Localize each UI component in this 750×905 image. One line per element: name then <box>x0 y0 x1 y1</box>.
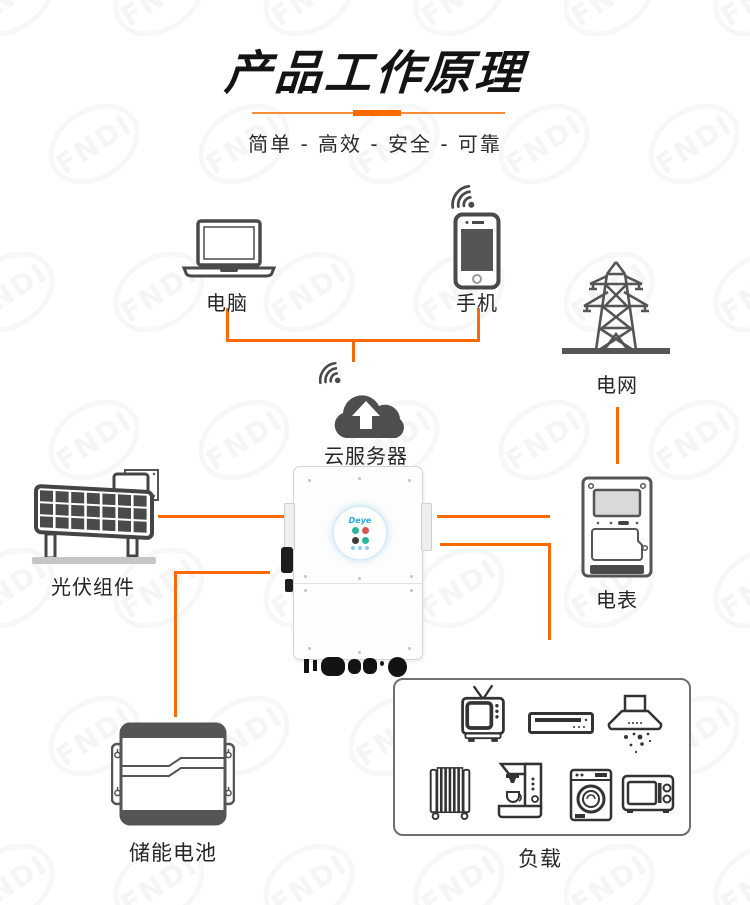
line-inverter-to-battery-h <box>174 571 270 574</box>
cable-port-icon <box>363 658 377 674</box>
microwave-oven-icon <box>621 774 675 813</box>
mount-bracket-icon <box>284 503 295 551</box>
inverter-display: Deye <box>332 505 388 561</box>
line-inverter-to-loads-v <box>548 543 551 640</box>
line-inverter-to-loads-h <box>440 543 551 546</box>
cable-port-icon <box>388 657 407 677</box>
phone-icon <box>453 212 501 290</box>
line-pv-to-inverter <box>158 515 284 518</box>
loads-box <box>393 678 691 836</box>
inverter-status-dots <box>351 546 369 550</box>
page-subtitle: 简单 - 高效 - 安全 - 可靠 <box>248 132 502 156</box>
coffee-machine-icon <box>497 762 543 819</box>
page-title: 产品工作原理 <box>222 46 527 101</box>
title-divider <box>252 110 505 116</box>
title-divider-accent <box>353 110 401 116</box>
dvd-player-icon <box>528 712 594 734</box>
wifi-icon <box>451 184 475 209</box>
inverter-seam <box>294 583 422 584</box>
pv-modules-label: 光伏组件 <box>51 575 135 599</box>
line-inverter-to-battery-v <box>174 571 177 717</box>
power-grid-tower-icon <box>562 261 670 354</box>
inverter-flow-leds <box>349 527 371 544</box>
energy-meter-label: 电表 <box>596 588 638 612</box>
line-computer-down <box>226 308 229 341</box>
cable-port-icon <box>380 661 384 666</box>
inverter-device: Deye <box>281 466 432 677</box>
cloud-server-label: 云服务器 <box>324 444 408 468</box>
wifi-icon <box>318 361 341 385</box>
washing-machine-icon <box>569 768 613 822</box>
line-phone-down <box>477 308 480 341</box>
cable-port-icon <box>313 660 317 671</box>
dc-knob-icon <box>285 579 293 592</box>
cable-port-icon <box>321 657 345 676</box>
line-cloud-drop <box>352 341 355 362</box>
oil-heater-icon <box>429 767 471 820</box>
mount-bracket-icon <box>421 503 432 551</box>
cable-port-icon <box>348 659 361 674</box>
loads-label: 负载 <box>518 847 562 871</box>
line-grid-to-meter <box>616 407 619 464</box>
line-inverter-to-meter <box>437 515 550 518</box>
cable-port-icon <box>304 659 309 673</box>
computer-label: 电脑 <box>206 291 248 315</box>
laptop-icon <box>182 219 276 278</box>
range-hood-icon <box>607 694 663 754</box>
phone-label: 手机 <box>456 291 498 315</box>
battery-label: 储能电池 <box>129 841 217 865</box>
energy-meter-icon <box>581 476 653 578</box>
solar-panel-icon <box>32 469 159 564</box>
dc-switch-icon <box>281 547 293 573</box>
inverter-screws <box>308 479 311 482</box>
cloud-upload-icon <box>334 395 404 438</box>
line-devices-horizontal <box>226 339 480 342</box>
battery-icon <box>111 722 235 826</box>
tv-icon <box>461 684 505 742</box>
inverter-brand-logo: Deye <box>348 516 372 525</box>
power-grid-label: 电网 <box>596 373 638 397</box>
